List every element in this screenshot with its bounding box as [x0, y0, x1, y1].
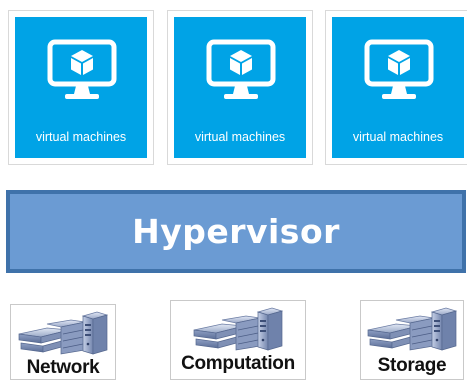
- vm-label: virtual machines: [352, 130, 444, 144]
- virtual-machine-icon: [47, 39, 117, 101]
- hypervisor-bar: Hypervisor: [6, 190, 466, 273]
- vm-card-1: virtual machines: [8, 10, 154, 165]
- server-hardware-icon: [366, 306, 458, 352]
- vm-label: virtual machines: [194, 130, 286, 144]
- vm-label: virtual machines: [35, 130, 127, 144]
- server-hardware-icon: [190, 306, 286, 352]
- server-hardware-icon: [17, 310, 109, 356]
- virtual-machine-icon: [206, 39, 276, 101]
- resource-label-storage: Storage: [377, 355, 447, 376]
- hypervisor-label: Hypervisor: [132, 212, 340, 251]
- resource-card-network: Network: [10, 304, 116, 380]
- virtual-machine-icon: [364, 39, 434, 101]
- resource-card-computation: Computation: [170, 300, 306, 380]
- resource-label-network: Network: [26, 357, 100, 378]
- resource-card-storage: Storage: [360, 300, 464, 380]
- vm-tile: virtual machines: [174, 17, 306, 158]
- vm-tile: virtual machines: [332, 17, 464, 158]
- vm-card-3: virtual machines: [325, 10, 467, 165]
- vm-tile: virtual machines: [15, 17, 147, 158]
- resource-label-computation: Computation: [181, 353, 295, 374]
- vm-card-2: virtual machines: [167, 10, 313, 165]
